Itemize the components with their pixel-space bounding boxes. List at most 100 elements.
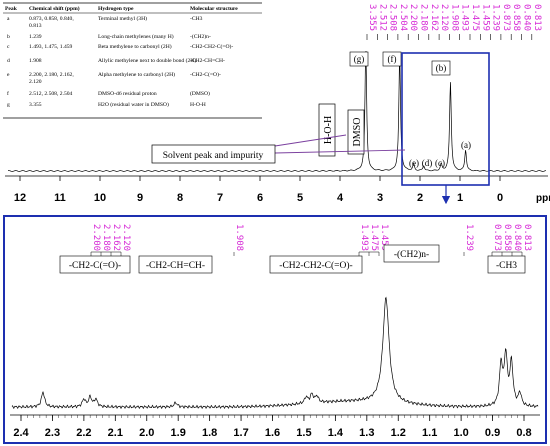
zoom-peak-label: 2.180 xyxy=(101,224,111,251)
zoom-peak-label: 1.459 xyxy=(379,224,389,251)
table-cell-shift: 1.493, 1.475, 1.459 xyxy=(29,44,73,50)
zoom-structure-box xyxy=(487,255,526,274)
table-cell-type: Terminal methyl (3H) xyxy=(98,15,147,22)
full-peak-label: 2.508 xyxy=(388,4,398,31)
table-cell-shift: 2.200, 2.180, 2.162, xyxy=(29,72,74,78)
zoom-axis-tick-label: 2.2 xyxy=(76,427,91,439)
zoom-axis-tick-label: 1.4 xyxy=(328,427,344,439)
full-axis-tick-label: 11 xyxy=(54,192,66,204)
box-label-dmso: DMSO xyxy=(347,109,365,155)
full-peak-tag-box xyxy=(349,51,369,67)
zoom-axis-tick-label: 1.2 xyxy=(391,427,406,439)
zoom-spectrum-trace xyxy=(11,296,539,410)
table-cell-structure: -CH3 xyxy=(190,16,203,22)
table-cell-peak: g xyxy=(7,102,10,108)
zoom-axis-tick-label: 0.8 xyxy=(516,427,531,439)
full-axis-tick-label: 2 xyxy=(417,192,423,204)
table-cell-peak: c xyxy=(7,44,10,50)
solvent-annotation: Solvent peak and impurity xyxy=(151,144,276,164)
zoom-axis-tick-label: 2.4 xyxy=(13,427,29,439)
table-cell-structure: -CH2-C(=O)- xyxy=(190,71,221,78)
table-header-type: Hydrogen type xyxy=(98,6,134,12)
full-peak-tag: (g) xyxy=(354,54,365,64)
zoom-axis-tick-label: 1.7 xyxy=(233,427,248,439)
full-peak-label: 2.200 xyxy=(408,4,418,31)
full-axis-tick-label: 0 xyxy=(497,192,503,204)
zoom-peak-label: 1.493 xyxy=(359,224,369,251)
full-peak-tag: (e) xyxy=(409,158,419,168)
zoom-axis-tick-label: 1.5 xyxy=(296,427,311,439)
full-peak-label: 0.873 xyxy=(501,4,511,31)
zoom-axis-tick-label: 2.0 xyxy=(139,427,154,439)
zoom-axis-tick-label: 1.0 xyxy=(453,427,468,439)
solvent-annotation-text: Solvent peak and impurity xyxy=(163,151,264,161)
full-axis-label: ppm xyxy=(536,193,550,204)
zoom-peak-label: 1.475 xyxy=(369,224,379,251)
zoom-peak-label: 0.873 xyxy=(492,224,502,251)
zoom-structure-boxes: -CH2-C(=O)- -CH2-CH=CH- -CH2-CH2-C(=O)- -(C… xyxy=(59,244,526,274)
full-peak-label: 1.493 xyxy=(460,4,470,31)
table-header-shift: Chemical shift (ppm) xyxy=(29,5,80,12)
table-cell-shift: 2.512, 2.508, 2.504 xyxy=(29,91,73,97)
full-axis-tick-label: 1 xyxy=(457,192,463,204)
table-cell-shift: 3.355 xyxy=(29,102,42,108)
table-cell-shift: 1.239 xyxy=(29,34,42,40)
full-peak-label: 1.908 xyxy=(449,4,459,31)
full-peak-label: 2.512 xyxy=(377,4,387,31)
zoom-peak-label: 0.858 xyxy=(502,224,512,251)
full-axis-tick-label: 12 xyxy=(14,192,26,204)
box-label-dmso-text: DMSO xyxy=(352,118,363,147)
table-cell-structure: -CH2-CH2-C(=O)- xyxy=(190,43,233,50)
zoom-structure-box xyxy=(59,255,131,274)
zoom-axis-tick-label: 1.3 xyxy=(359,427,374,439)
zoom-structure-label: -CH2-CH=CH- xyxy=(146,261,205,271)
full-peak-label: 2.180 xyxy=(419,4,429,31)
zoom-structure-box xyxy=(383,244,440,263)
zoom-axis-tick-label: 1.8 xyxy=(202,427,217,439)
full-peak-tags: (g)(f)(b)(a)(c)(d)(e) xyxy=(349,51,471,168)
full-peak-label: 1.459 xyxy=(480,4,490,31)
table-cell-shift: 0.873, 0.858, 0.840, xyxy=(29,16,74,22)
zoom-peak-label: 2.200 xyxy=(91,224,101,251)
zoom-axis-tick-label: 1.1 xyxy=(422,427,437,439)
table-cell-peak: d xyxy=(7,58,10,64)
zoom-peak-label: 0.840 xyxy=(512,224,522,251)
full-axis-tick-label: 9 xyxy=(137,192,143,204)
table-cell-shift: 0.813 xyxy=(29,23,42,29)
zoom-axis-tick-label: 2.1 xyxy=(108,427,123,439)
full-axis-tick-label: 10 xyxy=(94,192,106,204)
table-cell-peak: f xyxy=(7,90,9,97)
full-axis-tick-label: 4 xyxy=(337,192,344,204)
full-peak-tag: (b) xyxy=(436,63,447,73)
full-peak-label: 3.355 xyxy=(367,4,377,31)
zoom-axis-tick-label: 1.6 xyxy=(265,427,280,439)
zoom-peak-label: 0.813 xyxy=(522,224,532,251)
zoom-axis-tick-label: 1.9 xyxy=(171,427,186,439)
box-label-h2o-text: H-O-H xyxy=(323,116,334,144)
annotation-line-1 xyxy=(274,134,347,147)
full-peak-label: 0.858 xyxy=(511,4,521,31)
zoom-axis-tick-label: 2.3 xyxy=(45,427,60,439)
box-label-h2o: H-O-H xyxy=(318,103,336,157)
shift-table: Peak Chemical shift (ppm) Hydrogen type … xyxy=(3,2,262,119)
table-cell-type: DMSO-d6 residual proton xyxy=(98,91,157,97)
full-peak-tag: (d) xyxy=(422,158,433,168)
zoom-peak-label: 2.162 xyxy=(111,224,121,251)
zoom-structure-label: -(CH2)n- xyxy=(394,249,429,260)
zoom-structure-label: -CH2-C(=O)- xyxy=(69,260,121,271)
full-peak-label: 0.813 xyxy=(532,4,542,31)
zoom-structure-box xyxy=(269,255,363,274)
full-axis-tick-label: 6 xyxy=(257,192,263,204)
full-peak-tag: (c) xyxy=(435,158,445,168)
full-peak-tag-box xyxy=(382,51,402,67)
annotation-line-2 xyxy=(274,149,406,154)
table-cell-shift: 1.908 xyxy=(29,58,42,64)
full-axis-tick-label: 7 xyxy=(217,192,223,204)
zoom-structure-label: -CH2-CH2-C(=O)- xyxy=(279,260,352,271)
full-peak-label: 2.504 xyxy=(398,4,408,31)
table-cell-structure: -CH2-CH=CH- xyxy=(190,58,225,64)
